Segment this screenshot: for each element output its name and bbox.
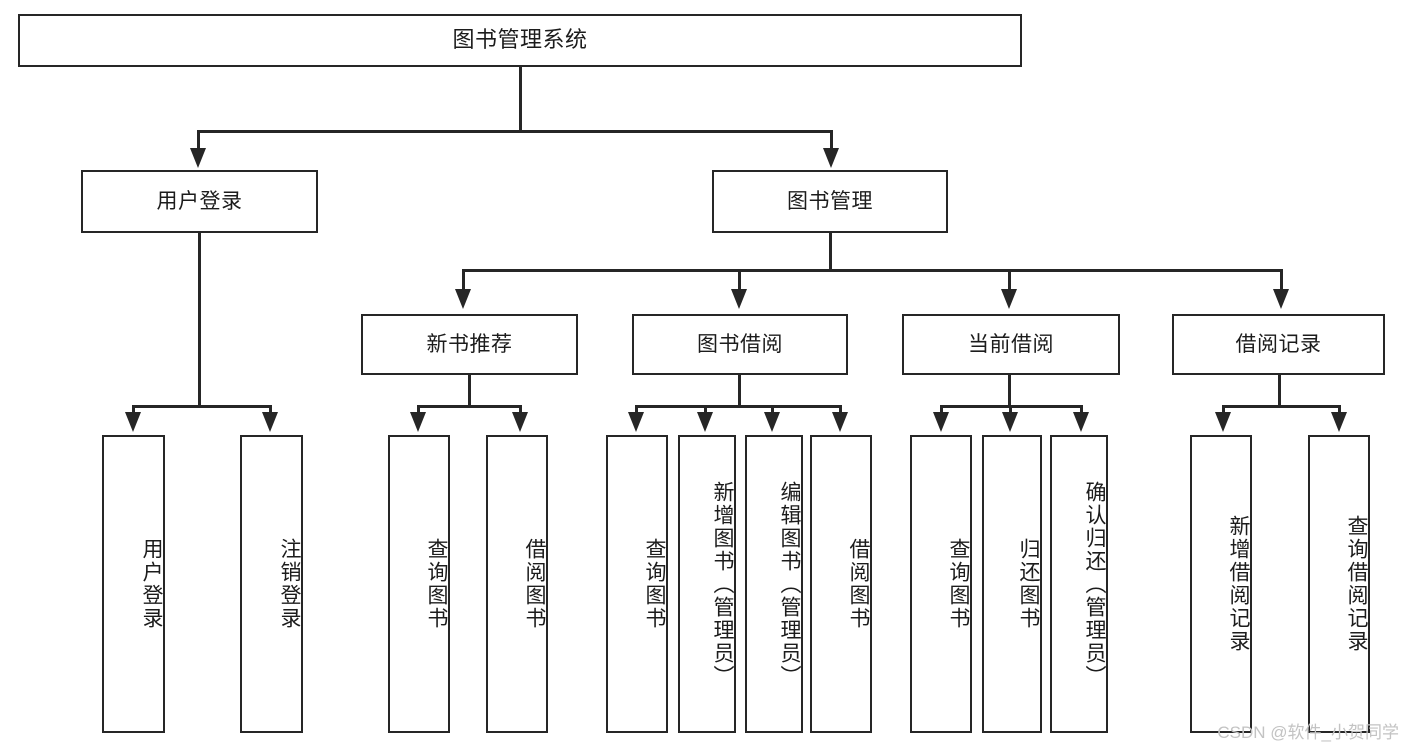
node-label: 查询借阅记录 <box>1345 515 1368 653</box>
leaf-query-book-new-rec[interactable]: 查询图书 <box>388 435 450 733</box>
node-label: 用户登录 <box>156 189 243 213</box>
connector-drop-leaf-query-record <box>1338 405 1341 417</box>
connector-book-borrow-stem <box>738 375 741 407</box>
node-label: 新书推荐 <box>426 332 513 356</box>
connector-book-mgmt-stem <box>829 233 832 271</box>
node-label: 图书借阅 <box>697 332 783 356</box>
connector-borrow-record-bus <box>1222 405 1340 408</box>
csdn-watermark: CSDN @软件_小贺同学 <box>1217 723 1399 742</box>
arrowhead-leaf-confirm-return <box>1073 412 1089 432</box>
leaf-borrow-book-new-rec[interactable]: 借阅图书 <box>486 435 548 733</box>
node-label: 新增借阅记录 <box>1227 515 1250 653</box>
connector-user-login-stem <box>198 233 201 407</box>
connector-user-login-bus <box>132 405 271 408</box>
node-book-borrow[interactable]: 图书借阅 <box>632 314 848 375</box>
arrowhead-leaf-add-record <box>1215 412 1231 432</box>
leaf-edit-book-admin[interactable]: 编辑图书（管理员） <box>745 435 803 733</box>
connector-root-stem <box>519 67 522 130</box>
connector-current-borrow-stem <box>1008 375 1011 407</box>
leaf-user-login[interactable]: 用户登录 <box>102 435 165 733</box>
connector-book-borrow-bus <box>635 405 841 408</box>
node-label: 借阅图书 <box>847 538 870 630</box>
leaf-query-borrow-record[interactable]: 查询借阅记录 <box>1308 435 1370 733</box>
connector-drop-leaf-add-record <box>1222 405 1225 417</box>
arrowhead-leaf-add-book <box>697 412 713 432</box>
connector-drop-leaf-query-book-3 <box>940 405 943 417</box>
node-label: 查询图书 <box>947 538 970 630</box>
leaf-add-borrow-record[interactable]: 新增借阅记录 <box>1190 435 1252 733</box>
node-borrow-record[interactable]: 借阅记录 <box>1172 314 1385 375</box>
arrowhead-leaf-borrow-book-2 <box>832 412 848 432</box>
node-new-book-recommendation[interactable]: 新书推荐 <box>361 314 578 375</box>
node-label: 图书管理系统 <box>452 27 588 53</box>
connector-new-book-rec-bus <box>417 405 521 408</box>
node-label: 借阅记录 <box>1235 332 1322 356</box>
connector-drop-leaf-query-book-1 <box>417 405 420 417</box>
arrowhead-leaf-logout <box>262 412 278 432</box>
connector-borrow-record-stem <box>1278 375 1281 407</box>
node-label: 图书管理 <box>787 189 873 213</box>
node-user-login[interactable]: 用户登录 <box>81 170 318 233</box>
node-book-management[interactable]: 图书管理 <box>712 170 948 233</box>
arrowhead-leaf-query-book-3 <box>933 412 949 432</box>
arrowhead-current-borrow <box>1001 289 1017 309</box>
arrowhead-leaf-query-record <box>1331 412 1347 432</box>
arrowhead-leaf-borrow-book-1 <box>512 412 528 432</box>
node-root-book-management-system[interactable]: 图书管理系统 <box>18 14 1022 67</box>
connector-level2-bus <box>197 130 833 133</box>
connector-drop-new-book-rec <box>462 269 465 291</box>
connector-drop-leaf-borrow-book-2 <box>839 405 842 417</box>
node-label: 归还图书 <box>1017 538 1040 630</box>
node-label: 查询图书 <box>425 538 448 630</box>
connector-drop-leaf-confirm-return <box>1080 405 1083 417</box>
connector-drop-borrow-record <box>1280 269 1283 291</box>
arrowhead-new-book-rec <box>455 289 471 309</box>
leaf-add-book-admin[interactable]: 新增图书（管理员） <box>678 435 736 733</box>
arrowhead-leaf-user-login <box>125 412 141 432</box>
connector-drop-current-borrow <box>1008 269 1011 291</box>
node-label: 查询图书 <box>643 538 666 630</box>
connector-drop-book-borrow <box>738 269 741 291</box>
node-current-borrow[interactable]: 当前借阅 <box>902 314 1120 375</box>
leaf-return-book[interactable]: 归还图书 <box>982 435 1042 733</box>
leaf-query-book-current[interactable]: 查询图书 <box>910 435 972 733</box>
arrowhead-leaf-edit-book <box>764 412 780 432</box>
node-label: 确认归还（管理员） <box>1083 480 1106 688</box>
connector-drop-leaf-borrow-book-1 <box>519 405 522 417</box>
arrowhead-borrow-record <box>1273 289 1289 309</box>
node-label: 新增图书（管理员） <box>711 480 734 688</box>
leaf-logout[interactable]: 注销登录 <box>240 435 303 733</box>
arrowhead-book-mgmt <box>823 148 839 168</box>
node-label: 注销登录 <box>278 538 301 630</box>
arrowhead-user-login <box>190 148 206 168</box>
arrowhead-leaf-return-book <box>1002 412 1018 432</box>
node-label: 当前借阅 <box>968 332 1054 356</box>
arrowhead-leaf-query-book-2 <box>628 412 644 432</box>
connector-drop-user-login <box>197 130 200 150</box>
connector-drop-leaf-user-login <box>132 405 135 417</box>
connector-level3-bus <box>462 269 1282 272</box>
node-label: 编辑图书（管理员） <box>778 480 801 688</box>
connector-drop-book-mgmt <box>830 130 833 150</box>
arrowhead-book-borrow <box>731 289 747 309</box>
connector-new-book-rec-stem <box>468 375 471 407</box>
connector-drop-leaf-add-book <box>704 405 707 417</box>
connector-drop-leaf-edit-book <box>771 405 774 417</box>
node-label: 借阅图书 <box>523 538 546 630</box>
leaf-query-book-borrow[interactable]: 查询图书 <box>606 435 668 733</box>
connector-drop-leaf-return-book <box>1009 405 1012 417</box>
arrowhead-leaf-query-book-1 <box>410 412 426 432</box>
connector-drop-leaf-query-book-2 <box>635 405 638 417</box>
connector-drop-leaf-logout <box>269 405 272 417</box>
leaf-borrow-book-borrow[interactable]: 借阅图书 <box>810 435 872 733</box>
node-label: 用户登录 <box>140 538 163 630</box>
leaf-confirm-return-admin[interactable]: 确认归还（管理员） <box>1050 435 1108 733</box>
